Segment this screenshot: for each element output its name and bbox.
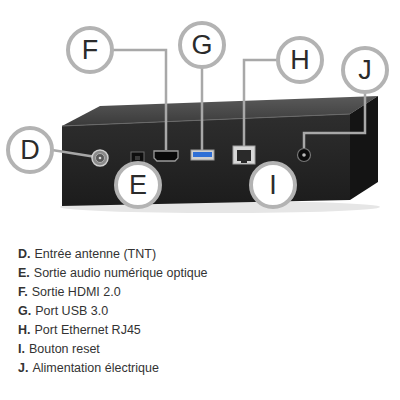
leader-line: [244, 60, 278, 146]
antenna-pin: [99, 157, 102, 160]
leader-line: [201, 67, 204, 150]
callout-circle-shape: [278, 38, 322, 82]
callout-circle: G: [178, 21, 226, 69]
port-description: Port USB 3.0: [35, 304, 108, 318]
port-description: Sortie HDMI 2.0: [32, 285, 121, 299]
power-jack: [298, 149, 311, 162]
ethernet-port: [233, 146, 255, 164]
callout-circle: D: [6, 126, 54, 174]
callout-circle: I: [249, 161, 297, 209]
callout-letter: I: [269, 172, 277, 199]
callout-key: E.: [18, 266, 30, 280]
callout-circle-shape: [251, 163, 295, 207]
ethernet-port-opening: [237, 150, 251, 161]
port-description: Sortie audio numérique optique: [34, 266, 208, 280]
callout-text-holder: G: [178, 21, 226, 69]
callout-letter: F: [82, 37, 99, 64]
callout-circle-shape: [116, 163, 160, 207]
label-row: I. Bouton reset: [18, 342, 100, 356]
optical-port-shutter: [135, 156, 140, 160]
antenna-connector: [92, 150, 108, 166]
label-row: D. Entrée antenne (TNT): [18, 247, 156, 261]
label-row: G. Port USB 3.0: [18, 304, 108, 318]
hdmi-port: [154, 151, 178, 161]
port-description: Entrée antenne (TNT): [35, 247, 157, 261]
label-row: J. Alimentation électrique: [18, 361, 159, 375]
callout-letter: G: [191, 32, 212, 59]
callout-key: G.: [18, 304, 31, 318]
callout-text-holder: J: [341, 46, 389, 94]
callout-circle: H: [276, 36, 324, 84]
callout-key: F.: [18, 285, 28, 299]
callout-circle-shape: [8, 128, 52, 172]
label-row: F. Sortie HDMI 2.0: [18, 285, 121, 299]
leader-line: [52, 150, 96, 157]
leader-line: [113, 50, 166, 150]
callout-text-holder: E: [114, 161, 162, 209]
callout-key: H.: [18, 323, 31, 337]
callout-key: J.: [18, 361, 28, 375]
antenna-connector-core: [96, 154, 105, 163]
label-row: H. Port Ethernet RJ45: [18, 323, 141, 337]
box-edge: [62, 114, 350, 126]
leader-line: [304, 92, 365, 148]
callout-letter: E: [129, 172, 147, 199]
callout-text-holder: I: [249, 161, 297, 209]
box-rear-panel: [62, 114, 350, 206]
callout-letter: D: [20, 137, 40, 164]
usb-port: [191, 150, 214, 160]
callout-circle-shape: [68, 28, 112, 72]
usb-port-tongue: [193, 152, 212, 157]
port-description: Alimentation électrique: [32, 361, 158, 375]
port-description: Bouton reset: [29, 342, 100, 356]
callout-key: I.: [18, 342, 25, 356]
power-jack-pin: [302, 153, 306, 157]
callout-text-holder: H: [276, 36, 324, 84]
callout-text-holder: F: [66, 26, 114, 74]
ethernet-port-clip: [241, 161, 247, 163]
callout-circle-shape: [180, 23, 224, 67]
label-row: E. Sortie audio numérique optique: [18, 266, 208, 280]
callout-circle: E: [114, 161, 162, 209]
callout-text-holder: D: [6, 126, 54, 174]
callout-circle: J: [341, 46, 389, 94]
callout-circle-shape: [343, 48, 387, 92]
port-description: Port Ethernet RJ45: [35, 323, 141, 337]
callout-letter: H: [290, 47, 310, 74]
callout-circle: F: [66, 26, 114, 74]
callout-key: D.: [18, 247, 31, 261]
callout-letter: J: [358, 57, 372, 84]
